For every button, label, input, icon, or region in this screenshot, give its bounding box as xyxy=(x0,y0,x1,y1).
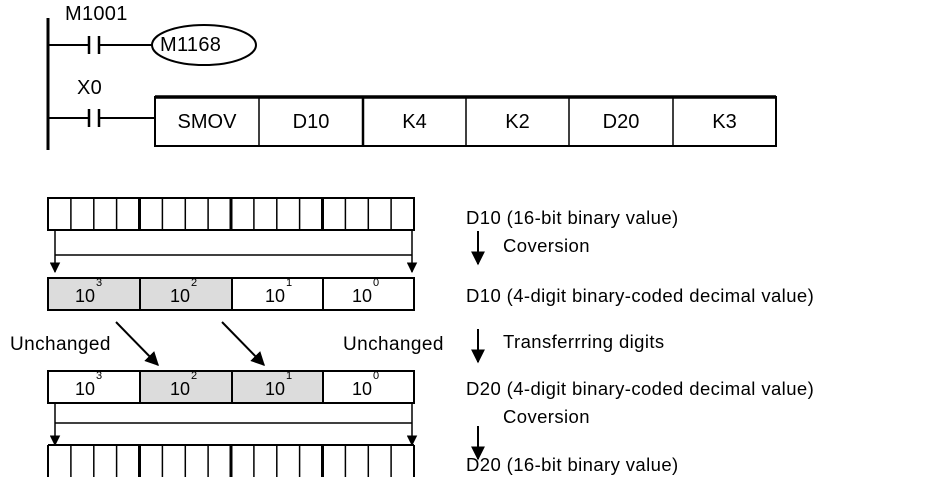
contact-m1001-label: M1001 xyxy=(65,3,128,25)
rung-1 xyxy=(48,24,257,66)
transfer-arrow-1 xyxy=(115,321,159,367)
flow-step-4: D20 (16-bit binary value) xyxy=(466,454,679,475)
instruction-operand-m2: K2 xyxy=(505,110,530,133)
d20-bcd-row xyxy=(47,370,415,404)
d10-bcd-row xyxy=(47,277,415,311)
d20-digit-10: 101 xyxy=(265,370,293,399)
rung-2 xyxy=(48,95,777,147)
instruction-operand-m1: K4 xyxy=(402,110,427,133)
contact-x0-label: X0 xyxy=(77,77,103,99)
d10-digit-1000: 103 xyxy=(75,277,103,306)
flow-step-2: D10 (4-digit binary-coded decimal value) xyxy=(466,285,815,306)
d10-digit-100: 102 xyxy=(170,277,198,306)
instruction-mnemonic: SMOV xyxy=(177,110,237,133)
d10-bit-register xyxy=(47,197,415,231)
d20-digit-100: 102 xyxy=(170,370,198,399)
d10-digit-1: 100 xyxy=(352,277,380,306)
coil-m1168-label: M1168 xyxy=(160,34,222,56)
instruction-operand-s: D10 xyxy=(292,110,330,133)
unchanged-label-left: Unchanged xyxy=(10,334,111,355)
unchanged-label-right: Unchanged xyxy=(343,334,444,355)
coil-m1168-icon xyxy=(151,24,257,66)
d20-digit-1: 100 xyxy=(352,370,380,399)
d20-digit-1000: 103 xyxy=(75,370,103,399)
flow-step-3: D20 (4-digit binary-coded decimal value) xyxy=(466,378,815,399)
flow-step-1: D10 (16-bit binary value) xyxy=(466,207,679,228)
conversion-arrows-top xyxy=(49,230,418,274)
transfer-arrow-2 xyxy=(221,321,265,367)
flow-arrow-2-label: Transferrring digits xyxy=(503,331,665,352)
instruction-operand-n: K3 xyxy=(712,110,737,133)
conversion-arrows-bottom xyxy=(49,403,418,447)
d20-bit-register xyxy=(47,444,415,477)
d10-digit-10: 101 xyxy=(265,277,293,306)
instruction-operand-d: D20 xyxy=(602,110,640,133)
flow-arrow-3-label: Coversion xyxy=(503,406,590,427)
flow-arrow-1-label: Coversion xyxy=(503,235,590,256)
